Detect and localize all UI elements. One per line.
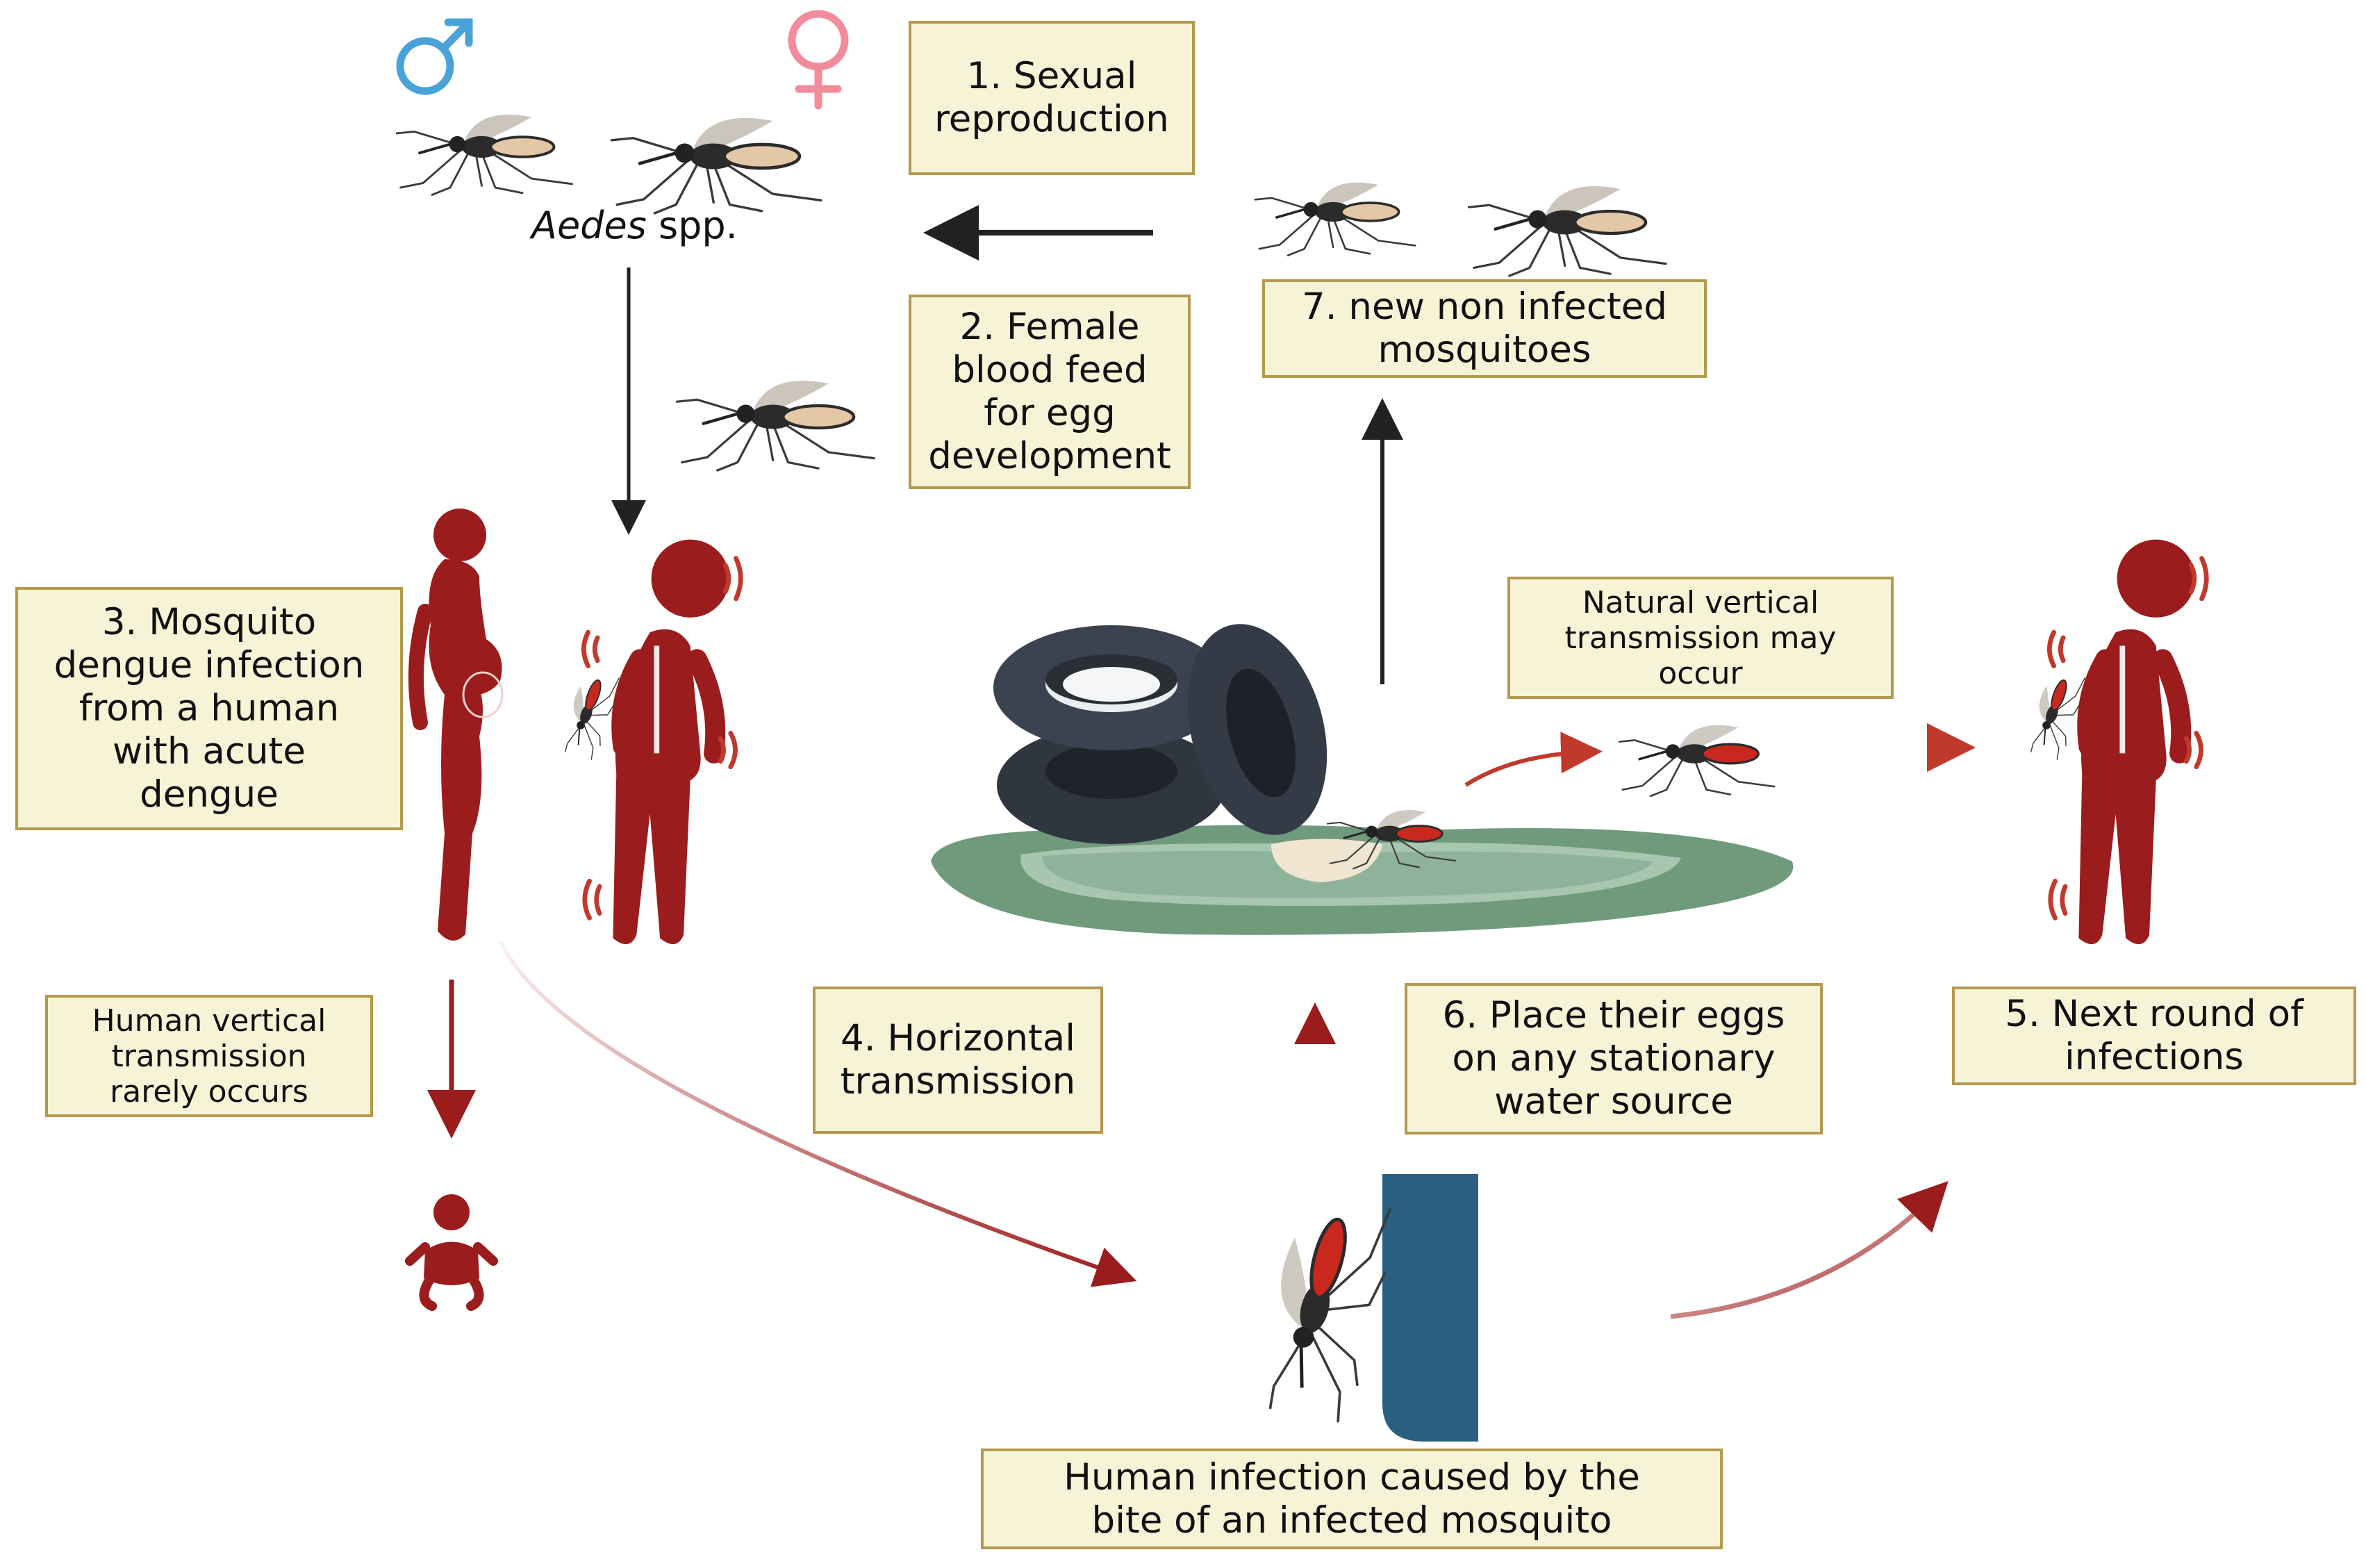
- natural-vertical-box: Natural vertical transmission may occur: [1507, 577, 1894, 699]
- human-vertical-box: Human vertical transmission rarely occur…: [45, 995, 373, 1117]
- arrow-natural-vertical: [1464, 732, 1603, 787]
- mosquito-icon: [1469, 186, 1666, 276]
- mosquito-icon: [611, 118, 820, 213]
- step-7-line: 7. new non infected: [1301, 286, 1667, 328]
- step-4-box: 4. Horizontal transmission: [813, 987, 1103, 1134]
- bite-line: bite of an infected mosquito: [1091, 1499, 1612, 1542]
- step-2-line: for egg: [984, 392, 1116, 434]
- mosquito-icon: [1247, 1187, 1403, 1429]
- step-3-line: 3. Mosquito: [101, 601, 317, 643]
- step-7-line: mosquitoes: [1378, 329, 1591, 371]
- step-3-line: with acute: [113, 730, 306, 773]
- skin-patch-icon: [1382, 1174, 1478, 1442]
- step-5-line: 5. Next round of: [2005, 993, 2303, 1035]
- bite-line: Human infection caused by the: [1064, 1455, 1640, 1499]
- step-2-line: blood feed: [952, 349, 1148, 391]
- species-label: Aedes spp.: [531, 205, 738, 247]
- arrow-horizontal-transmission: [498, 940, 1137, 1287]
- step-2-line: 2. Female: [959, 306, 1140, 348]
- step-1-box: 1. Sexual reproduction: [909, 21, 1195, 175]
- species-genus: Aedes: [531, 204, 647, 247]
- natural-vertical-line: Natural vertical: [1582, 584, 1819, 620]
- step-6-line: water source: [1494, 1080, 1733, 1123]
- natural-vertical-line: transmission may: [1564, 620, 1837, 656]
- water-puddle-icon: [931, 825, 1794, 935]
- species-suffix: spp.: [646, 204, 738, 247]
- male-symbol-icon: [396, 18, 473, 95]
- step-1-line: reproduction: [934, 98, 1169, 140]
- step-5-line: infections: [2065, 1036, 2244, 1078]
- step-5-box: 5. Next round of infections: [1952, 987, 2356, 1085]
- human-vertical-line: Human vertical: [92, 1002, 326, 1039]
- step-1-line: 1. Sexual: [966, 55, 1137, 97]
- human-vertical-line: rarely occurs: [110, 1073, 308, 1109]
- pregnant-woman-icon: [408, 509, 504, 941]
- step-4-line: transmission: [840, 1060, 1076, 1103]
- step-2-box: 2. Female blood feed for egg development: [909, 295, 1191, 489]
- sick-person-icon: [584, 540, 741, 944]
- arrow-bite-to-next-round: [1670, 1180, 1949, 1319]
- step-6-box: 6. Place their eggs on any stationary wa…: [1405, 983, 1823, 1134]
- mosquito-icon: [1619, 724, 1776, 798]
- natural-vertical-line: occur: [1658, 655, 1743, 691]
- step-2-line: development: [928, 435, 1171, 477]
- mosquito-icon: [396, 113, 574, 197]
- step-4-line: 4. Horizontal: [840, 1017, 1076, 1059]
- step-6-line: on any stationary: [1452, 1037, 1776, 1080]
- mosquito-icon: [1255, 183, 1415, 256]
- step-3-line: dengue: [140, 773, 279, 816]
- female-symbol-icon: [788, 10, 849, 110]
- step-7-box: 7. new non infected mosquitoes: [1262, 279, 1707, 378]
- step-6-line: 6. Place their eggs: [1442, 994, 1785, 1037]
- human-vertical-line: transmission: [111, 1038, 307, 1074]
- baby-icon: [405, 1194, 498, 1311]
- bite-box: Human infection caused by the bite of an…: [981, 1449, 1723, 1549]
- tires-icon: [993, 624, 1382, 882]
- sick-person-icon: [2049, 540, 2206, 944]
- step-3-line: dengue infection: [53, 644, 365, 686]
- step-3-line: from a human: [78, 687, 340, 729]
- mosquito-icon: [677, 381, 875, 470]
- step-3-box: 3. Mosquito dengue infection from a huma…: [15, 587, 403, 830]
